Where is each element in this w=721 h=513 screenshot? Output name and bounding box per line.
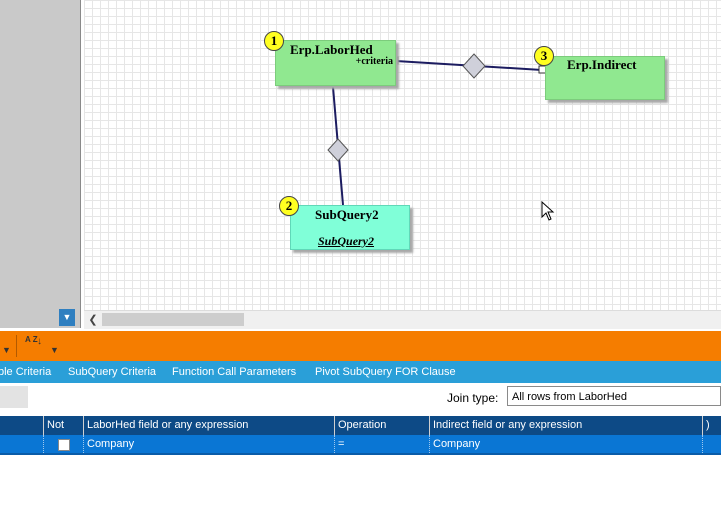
join-type-select[interactable]: All rows from LaborHed <box>507 386 721 406</box>
column-header-not[interactable]: Not <box>44 416 84 435</box>
row-divider <box>0 453 721 455</box>
scroll-thumb[interactable] <box>102 313 244 326</box>
table-field[interactable]: +criteria <box>355 56 393 67</box>
column-header-close-paren[interactable]: ) <box>706 419 710 431</box>
tab-function-call-parameters[interactable]: Function Call Parameters <box>172 366 297 378</box>
table-row[interactable]: Company = Company <box>0 435 721 453</box>
left-panel <box>0 0 81 328</box>
tab-pivot-subquery-for-clause[interactable]: Pivot SubQuery FOR Clause <box>315 366 456 378</box>
table-title: Erp.LaborHed <box>290 42 373 57</box>
filter-box[interactable] <box>0 386 28 408</box>
join-options-row: Join type: All rows from LaborHed <box>0 383 721 413</box>
table-title: Erp.Indirect <box>567 57 637 72</box>
chevron-down-icon[interactable]: ▼ <box>50 345 59 355</box>
toolbar-divider <box>16 335 17 357</box>
sort-az-icon[interactable]: A Z <box>25 335 38 344</box>
panel-dropdown-icon[interactable]: ▼ <box>59 309 75 326</box>
chevron-down-icon[interactable]: ▼ <box>2 345 11 355</box>
tab-table-criteria[interactable]: ble Criteria <box>0 366 52 378</box>
column-header-blank <box>0 416 44 435</box>
not-checkbox[interactable] <box>58 439 70 451</box>
table-number-badge: 2 <box>279 196 299 216</box>
table-number-badge: 1 <box>264 31 284 51</box>
row-left-field[interactable]: Company <box>84 435 335 453</box>
column-header-operation[interactable]: Operation <box>335 416 430 435</box>
mouse-cursor-icon <box>541 200 555 221</box>
diagram-canvas[interactable] <box>84 0 721 310</box>
scroll-left-icon[interactable]: ❮ <box>88 314 98 326</box>
row-operation[interactable]: = <box>335 435 430 453</box>
column-header-left-field[interactable]: LaborHed field or any expression <box>84 416 335 435</box>
table-node-laborhed[interactable]: Erp.LaborHed +criteria <box>275 40 396 86</box>
row-not-cell[interactable] <box>44 435 84 453</box>
row-right-field[interactable]: Company <box>430 435 703 453</box>
join-diamond-icon[interactable] <box>462 53 486 79</box>
table-node-subquery2[interactable]: SubQuery2 SubQuery2 <box>290 205 410 250</box>
tab-subquery-criteria[interactable]: SubQuery Criteria <box>68 366 157 378</box>
join-diamond-icon[interactable] <box>327 138 349 162</box>
table-title: SubQuery2 <box>315 207 379 222</box>
table-number-badge: 3 <box>534 46 554 66</box>
horizontal-scrollbar[interactable]: ❮ <box>84 310 721 329</box>
sort-arrow-icon: ↓ <box>37 336 42 347</box>
row-close-paren[interactable] <box>703 435 721 453</box>
table-node-indirect[interactable]: Erp.Indirect <box>545 56 665 100</box>
row-selector[interactable] <box>0 435 44 453</box>
grid-header: Not LaborHed field or any expression Ope… <box>0 416 721 435</box>
diagram-links <box>327 53 555 221</box>
column-header-right-field[interactable]: Indirect field or any expression <box>430 416 703 435</box>
toolbar: ▼ A Z ↓ ▼ <box>0 331 721 361</box>
subquery-link[interactable]: SubQuery2 <box>318 234 375 248</box>
tab-bar: ble Criteria SubQuery Criteria Function … <box>0 361 721 383</box>
join-type-label: Join type: <box>447 391 499 405</box>
